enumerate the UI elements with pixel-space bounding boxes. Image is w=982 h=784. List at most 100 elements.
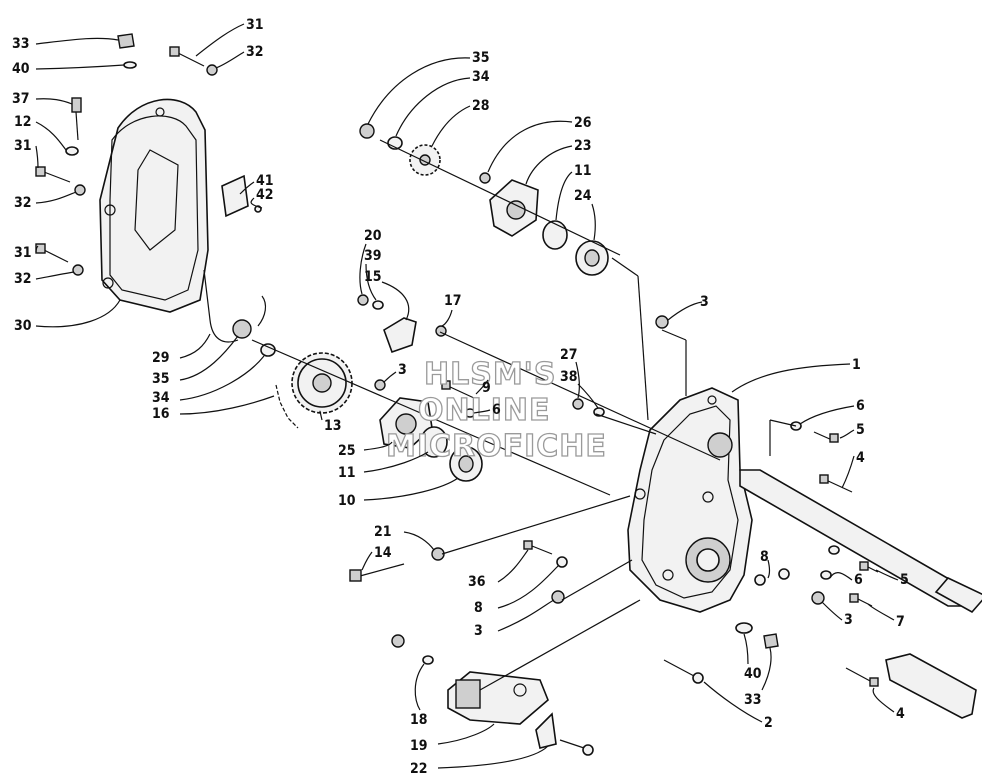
leader-c26 [487, 120, 573, 173]
sprocket-13 [291, 352, 353, 414]
callout-c11a: 11 [574, 163, 592, 179]
leader-c8a [497, 565, 559, 609]
callout-c7: 7 [896, 614, 905, 630]
callout-c30: 30 [14, 318, 32, 334]
callout-c38: 38 [560, 369, 578, 385]
leader-c16 [179, 395, 275, 415]
leader-c13 [319, 410, 323, 421]
leader-c40a [35, 64, 125, 70]
leader-c38 [577, 383, 599, 409]
callout-c40b: 40 [744, 666, 762, 682]
leader-c22 [437, 745, 549, 769]
callout-c19: 19 [410, 738, 428, 754]
nut-3-mid [374, 379, 386, 391]
callout-c31b: 31 [14, 138, 32, 154]
watermark-line3: MICROFICHE [386, 429, 607, 464]
callout-c12: 12 [14, 114, 32, 130]
callout-c16: 16 [152, 406, 170, 422]
mount-bracket-19 [447, 671, 549, 725]
leader-c11b [363, 451, 429, 473]
bolt-5-low [859, 561, 879, 573]
bearing-10 [449, 446, 483, 482]
nut-32-top [206, 64, 218, 76]
washer-39 [372, 300, 384, 310]
leader-c35a [367, 57, 471, 125]
watermark-line2: ONLINE [418, 393, 551, 428]
leader-c34a [395, 77, 471, 137]
washer-6-low [820, 545, 840, 580]
callout-c39: 39 [364, 248, 382, 264]
leader-c36 [497, 549, 529, 583]
callout-c11b: 11 [338, 465, 356, 481]
washer-18 [422, 655, 434, 665]
callout-c8b: 8 [760, 549, 769, 565]
callout-c20: 20 [364, 228, 382, 244]
callout-c23: 23 [574, 138, 592, 154]
callout-c34b: 34 [152, 390, 170, 406]
bolt-31-low [35, 243, 69, 263]
callout-c42: 42 [256, 187, 274, 203]
main-housing [627, 387, 753, 613]
bolt-5-top [813, 431, 839, 443]
washer-12 [65, 146, 79, 156]
callout-c14: 14 [374, 545, 392, 561]
leader-c29 [179, 333, 211, 359]
bolt-14 [349, 563, 405, 582]
nut-27 [572, 398, 584, 410]
nut-35-low [232, 319, 252, 339]
washer-8-right [754, 568, 790, 586]
bracket-plate-22 [535, 712, 594, 756]
leader-c6c [829, 572, 853, 581]
callout-c10: 10 [338, 493, 356, 509]
leader-c41 [239, 181, 255, 195]
callout-c25: 25 [338, 443, 356, 459]
callout-c9: 9 [482, 380, 491, 396]
leader-c9 [475, 379, 489, 395]
bolt-2 [663, 659, 704, 684]
callout-c28: 28 [472, 98, 490, 114]
bolt-9 [441, 380, 475, 399]
leader-c40b [743, 633, 749, 665]
cover-plate-41 [221, 174, 249, 218]
plug-33-low [763, 633, 779, 649]
leader-c4a [841, 455, 855, 489]
callout-c4a: 4 [856, 450, 865, 466]
leader-c3d [497, 599, 555, 632]
bolt-31-mid [35, 166, 71, 183]
leader-c11a [555, 171, 573, 221]
leader-c32a [215, 51, 245, 69]
bolt-4-low [845, 667, 879, 687]
callout-c6c: 6 [854, 572, 863, 588]
leader-c33a [35, 37, 119, 45]
callout-c8a: 8 [474, 600, 483, 616]
shaft-upper [739, 469, 982, 614]
leader-c6a [473, 409, 491, 414]
leader-c31c [35, 245, 39, 253]
nut-32-mid [74, 184, 86, 196]
leader-c3a [667, 301, 703, 321]
callout-c2: 2 [764, 715, 773, 731]
callout-c36: 36 [468, 574, 486, 590]
leader-c12 [35, 121, 67, 151]
callout-c31c: 31 [14, 245, 32, 261]
callout-c34a: 34 [472, 69, 490, 85]
leader-c31a [195, 23, 245, 57]
leader-c20 [359, 243, 367, 295]
callout-labels: 3340371231323132313230414235342826231124… [12, 17, 909, 777]
leader-c23 [525, 145, 573, 185]
leader-c3b [383, 371, 397, 383]
callout-c6b: 6 [856, 398, 865, 414]
leader-c25 [363, 441, 393, 451]
callout-c35a: 35 [472, 50, 490, 66]
leader-c10 [363, 477, 459, 501]
washer-40-low [735, 622, 753, 634]
callout-c24: 24 [574, 188, 592, 204]
leader-c37 [35, 98, 73, 105]
callout-c27: 27 [560, 347, 578, 363]
nut-26 [479, 172, 491, 184]
leader-c14 [361, 551, 373, 571]
callout-leaders [35, 23, 899, 769]
callout-c22: 22 [410, 761, 428, 777]
callout-c21: 21 [374, 524, 392, 540]
